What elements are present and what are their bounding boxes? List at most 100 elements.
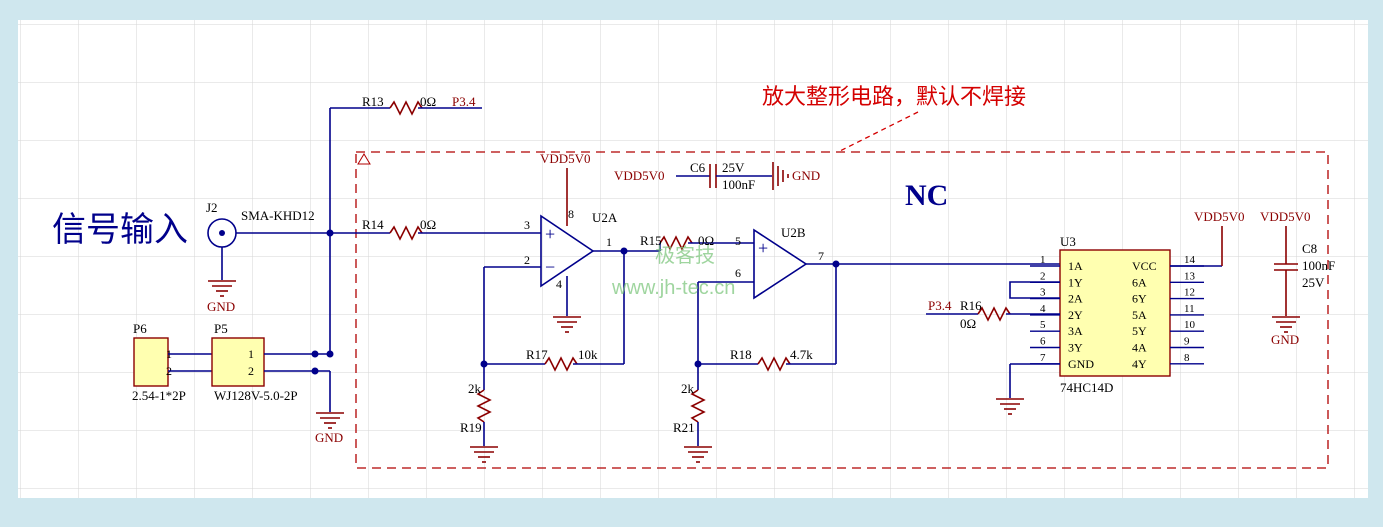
p5-pin1: 1 <box>248 347 254 361</box>
u3-left-pin-number: 5 <box>1040 319 1046 331</box>
r13-net: P3.4 <box>452 94 476 109</box>
svg-text:+: + <box>758 238 768 258</box>
gnd-symbol-r21 <box>684 446 712 463</box>
input-label: 信号输入 <box>52 211 188 249</box>
u2b-pin6: 6 <box>735 266 741 280</box>
u3-left-pin-name: 3Y <box>1068 341 1083 355</box>
u2b-pin7: 7 <box>818 249 824 263</box>
u3-left-pin-name: 1Y <box>1068 275 1083 289</box>
c8-ref: C8 <box>1302 241 1317 256</box>
r19-ref: R19 <box>460 420 482 435</box>
gnd-label-j2: GND <box>207 299 235 314</box>
u3-right-pin-name: 6A <box>1132 275 1147 289</box>
r13-resistor <box>389 100 423 116</box>
u3-left-pin-number: 1 <box>1040 254 1046 266</box>
u3-right-pin-name: 4A <box>1132 341 1147 355</box>
r14-resistor <box>389 225 423 241</box>
gnd-label-p5: GND <box>315 430 343 445</box>
r13-ref: R13 <box>362 94 384 109</box>
r21-resistor <box>690 389 706 423</box>
u3-right-pin-number: 10 <box>1184 319 1196 331</box>
vdd-label-c6: VDD5V0 <box>614 168 665 183</box>
r16-value: 0Ω <box>960 316 976 331</box>
r17-ref: R17 <box>526 347 548 362</box>
c6-value: 100nF <box>722 177 755 192</box>
r18-ref: R18 <box>730 347 752 362</box>
u3-left-pin-number: 3 <box>1040 287 1046 299</box>
u2a-pin1: 1 <box>606 235 612 249</box>
u3-right-pin-name: 4Y <box>1132 357 1147 371</box>
u3-left-pin-name: 1A <box>1068 259 1083 273</box>
watermark-url: www.jh-tec.cn <box>611 277 735 299</box>
gnd-symbol-c8 <box>1272 316 1300 333</box>
gnd-symbol-p5 <box>316 412 344 429</box>
vdd-label-u2a: VDD5V0 <box>540 151 591 166</box>
nc-region-border <box>355 151 1329 469</box>
u3-left-pin-number: 2 <box>1040 270 1046 282</box>
u3-right-pin-name: 6Y <box>1132 292 1147 306</box>
nc-label: NC <box>905 179 948 212</box>
j2-ref: J2 <box>206 200 218 215</box>
j2-connector <box>207 218 356 280</box>
u2a-pin2: 2 <box>524 253 530 267</box>
u3-left-pin-number: 4 <box>1040 303 1046 315</box>
r13-value: 0Ω <box>420 94 436 109</box>
u3-left-pin-name: 2A <box>1068 292 1083 306</box>
u2b-opamp <box>753 228 808 300</box>
r14-value: 0Ω <box>420 217 436 232</box>
vdd-label-c8: VDD5V0 <box>1260 209 1311 224</box>
gnd-symbol-u3 <box>996 398 1024 415</box>
gnd-symbol-c6 <box>772 162 789 190</box>
u3-loop-wire <box>1009 281 1060 299</box>
u3-left-pin-number: 7 <box>1040 352 1046 364</box>
r21-ref: R21 <box>673 420 695 435</box>
r17-resistor <box>544 356 578 372</box>
r14-ref: R14 <box>362 217 384 232</box>
u3-right-pin-name: 5Y <box>1132 324 1147 338</box>
u2a-pin4: 4 <box>556 277 562 291</box>
r21-value: 2k <box>681 381 695 396</box>
p5-pin2: 2 <box>248 364 254 378</box>
u3-right-pin-name: VCC <box>1132 259 1157 273</box>
r15-ref: R15 <box>640 233 662 248</box>
r16-ref: R16 <box>960 298 982 313</box>
c6-voltage: 25V <box>722 160 745 175</box>
r18-resistor <box>757 356 791 372</box>
u3-right-pin-name: 5A <box>1132 308 1147 322</box>
r15-value: 0Ω <box>698 233 714 248</box>
u3-part: 74HC14D <box>1060 380 1113 395</box>
vdd-label-u3: VDD5V0 <box>1194 209 1245 224</box>
u3-right-pin-number: 8 <box>1184 352 1190 364</box>
p6-connector <box>133 337 169 387</box>
gnd-label-c6: GND <box>792 168 820 183</box>
u2b-pin5: 5 <box>735 234 741 248</box>
u3-left-pin-number: 6 <box>1040 336 1046 348</box>
u3-left-pin-name: GND <box>1068 357 1094 371</box>
r18-value: 4.7k <box>790 347 813 362</box>
u3-right-pin-number: 14 <box>1184 254 1196 266</box>
u3-right-pin-number: 12 <box>1184 287 1195 299</box>
annotation-pointer <box>837 111 919 153</box>
u2a-ref: U2A <box>592 210 618 225</box>
c8-value: 100nF <box>1302 258 1335 273</box>
gnd-label-c8: GND <box>1271 332 1299 347</box>
c8-voltage: 25V <box>1302 275 1325 290</box>
u3-left-pin-name: 2Y <box>1068 308 1083 322</box>
p5-connector <box>211 337 265 387</box>
r19-value: 2k <box>468 381 482 396</box>
u2a-pin8: 8 <box>568 207 574 221</box>
u3-right-pin-number: 9 <box>1184 336 1190 348</box>
r16-resistor <box>977 306 1011 322</box>
annotation-note: 放大整形电路，默认不焊接 <box>762 84 1026 109</box>
p6-ref: P6 <box>133 321 147 336</box>
u3-left-pin-name: 3A <box>1068 324 1083 338</box>
u3-ref: U3 <box>1060 234 1076 249</box>
u3-right-pin-number: 11 <box>1184 303 1195 315</box>
svg-text:−: − <box>545 257 555 277</box>
r17-value: 10k <box>578 347 598 362</box>
r19-resistor <box>476 389 492 423</box>
p5-ref: P5 <box>214 321 228 336</box>
r16-net: P3.4 <box>928 298 952 313</box>
